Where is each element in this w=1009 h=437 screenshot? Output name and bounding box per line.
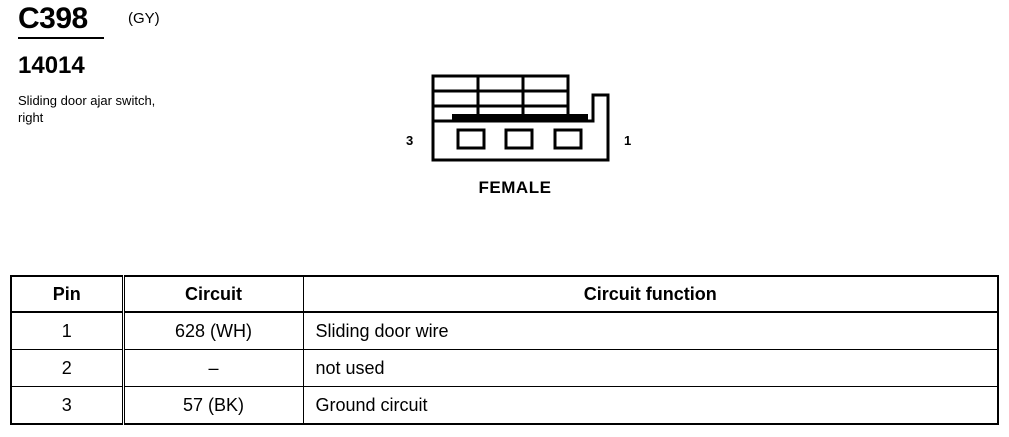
cell-function: not used [302, 349, 999, 387]
pin-label-right: 1 [624, 133, 632, 148]
table-header-row: Pin Circuit Circuit function [10, 275, 999, 313]
table-row: 1 628 (WH) Sliding door wire [10, 311, 999, 350]
pin-cavity-3 [456, 128, 486, 150]
pin-cavity-1 [553, 128, 583, 150]
connector-face-diagram [431, 74, 610, 162]
header-circuit: Circuit [122, 275, 304, 313]
part-number: 14014 [18, 52, 85, 79]
cell-circuit: – [122, 349, 304, 387]
pinout-table: Pin Circuit Circuit function 1 628 (WH) … [10, 275, 999, 425]
connector-pin-cavities [456, 128, 583, 150]
cell-pin: 2 [10, 349, 125, 387]
connector-color: (GY) [128, 10, 160, 27]
connector-code-underline [18, 37, 104, 39]
connector-key-bar [452, 114, 588, 120]
header-pin: Pin [10, 275, 125, 313]
pin-label-left: 3 [406, 133, 414, 148]
connector-description: Sliding door ajar switch, right [18, 93, 156, 125]
cell-circuit: 57 (BK) [122, 386, 304, 425]
table-row: 2 – not used [10, 349, 999, 387]
pin-cavity-2 [504, 128, 534, 150]
connector-code: C398 [18, 2, 88, 35]
connector-gender: FEMALE [478, 178, 552, 197]
cell-function: Ground circuit [302, 386, 999, 425]
cell-function: Sliding door wire [302, 311, 999, 350]
table-row: 3 57 (BK) Ground circuit [10, 386, 999, 425]
cell-circuit: 628 (WH) [122, 311, 304, 350]
connector-housing [431, 93, 610, 162]
cell-pin: 1 [10, 311, 125, 350]
header-circuit-function: Circuit function [302, 275, 999, 313]
cell-pin: 3 [10, 386, 125, 425]
